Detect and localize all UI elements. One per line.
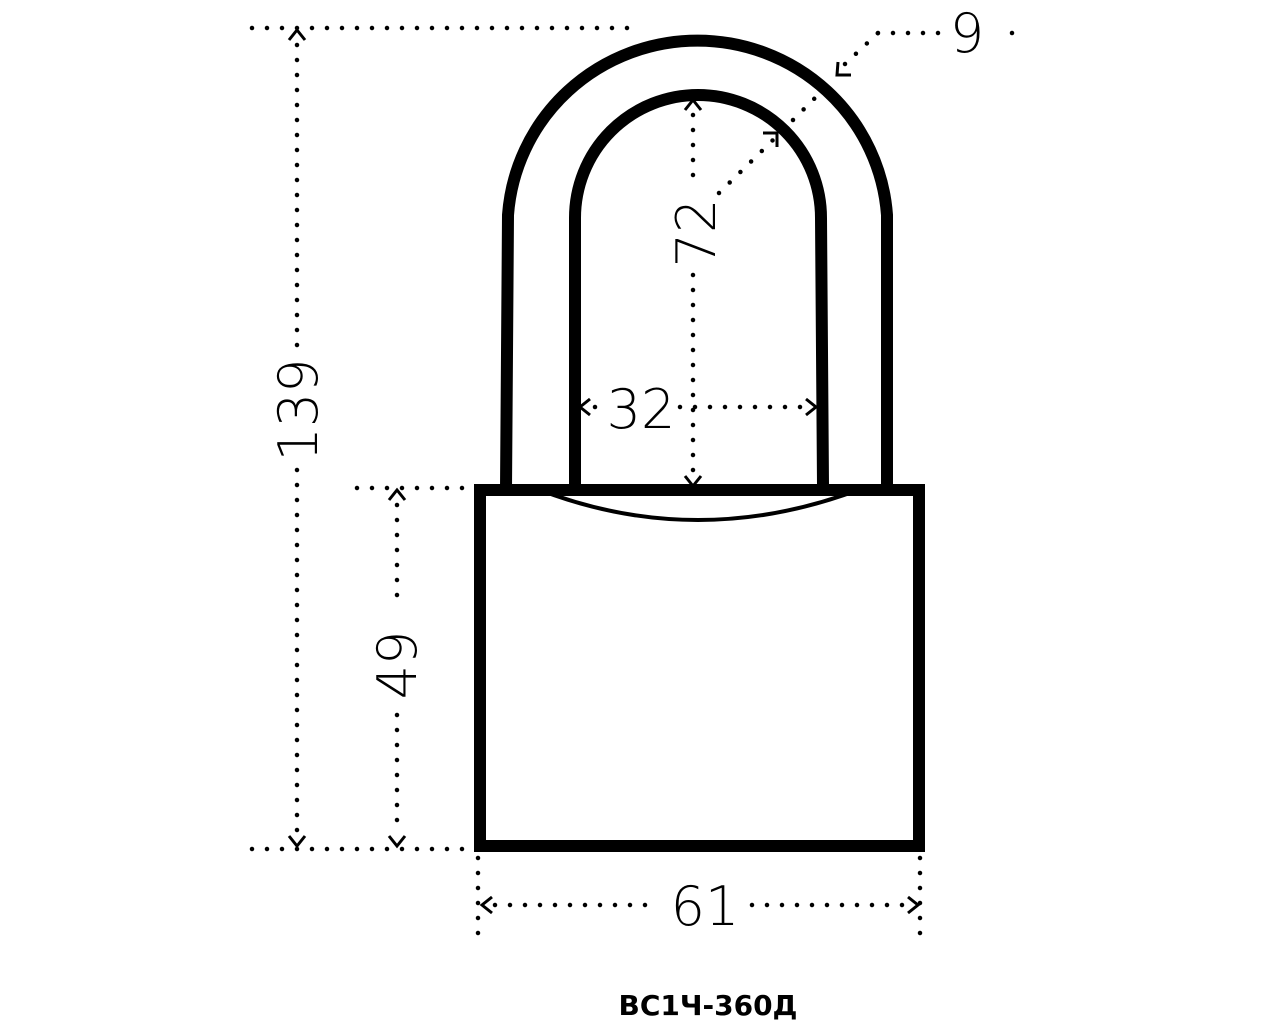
dimension-total-height: 139 [267,27,330,849]
dimension-shackle-inner-height: 72 [665,97,728,489]
padlock-body [474,484,925,852]
dimension-shackle-thickness: 9 [716,2,1030,196]
shackle-inner-height-label: 72 [665,199,728,268]
shackle-inner-width-label: 32 [607,378,676,441]
shackle-inner [569,89,829,486]
total-height-label: 139 [267,358,330,461]
body-width-label: 61 [671,875,740,938]
dimension-shackle-inner-width: 32 [577,378,819,441]
dimension-body-width: 61 [479,875,921,938]
model-label: ВС1Ч-360Д [618,989,797,1022]
shackle-outer [500,34,893,491]
body-height-label: 49 [366,631,429,700]
dimension-body-height: 49 [366,487,429,849]
body-top-curve [539,488,859,522]
shackle-thickness-label: 9 [950,2,984,65]
extension-lines [249,25,923,951]
shackle-joint [499,485,890,492]
